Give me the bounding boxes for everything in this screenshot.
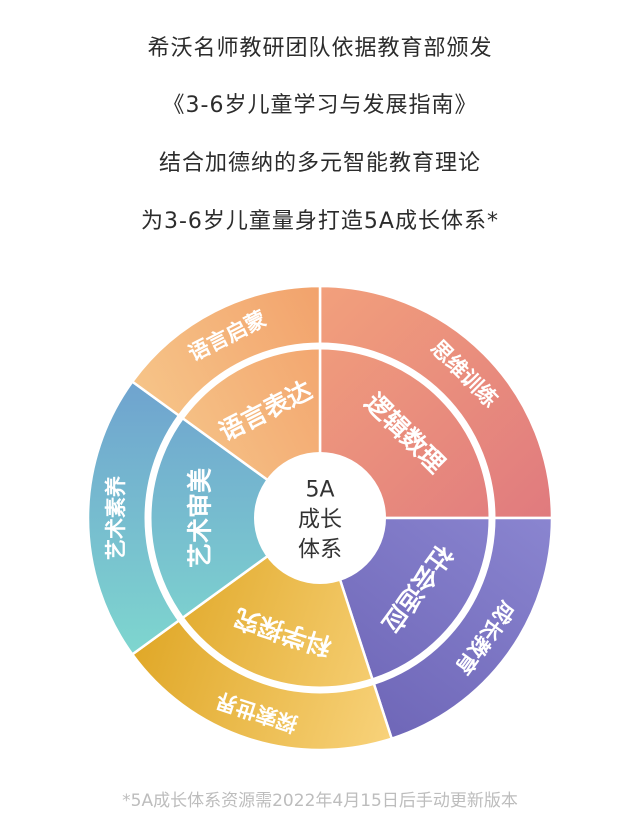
center-label-line-3: 体系 (298, 538, 342, 563)
intro-line-3: 结合加德纳的多元智能教育理论 (158, 151, 481, 176)
center-label-line-1: 5A (305, 478, 334, 503)
divider-ring (144, 342, 496, 694)
sector-4 (86, 379, 323, 657)
footnote: *5A成长体系资源需2022年4月15日后手动更新版本 (122, 791, 518, 811)
sector-1 (318, 284, 554, 520)
intro-line-2: 《3-6岁儿童学习与发展指南》 (162, 93, 478, 118)
intro-line-1: 希沃名师教研团队依据教育部颁发 (147, 36, 493, 61)
center-circle (254, 452, 386, 584)
sector-4-inner-label: 艺术审美 (186, 468, 215, 568)
sector-5 (130, 284, 322, 521)
center-label-line-2: 成长 (298, 508, 342, 533)
sector-4-outer-label: 艺术素养 (104, 476, 128, 560)
intro-line-4: 为3-6岁儿童量身打造5A成长体系* (141, 209, 499, 234)
